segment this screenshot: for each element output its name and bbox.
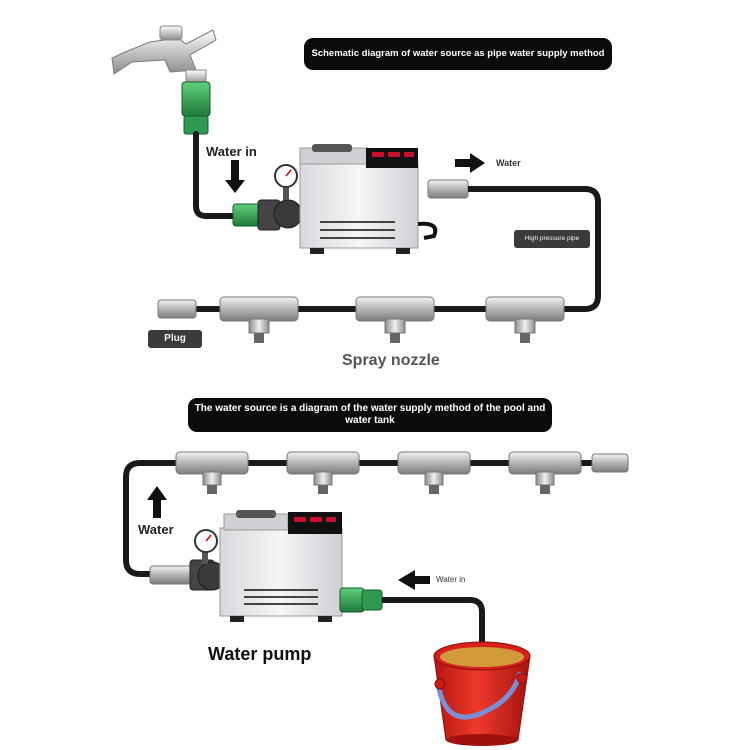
outlet-fitting-icon [427,179,469,199]
top-banner: Schematic diagram of water source as pip… [304,38,612,70]
arrow-left-icon [398,570,430,590]
bottom-banner: The water source is a diagram of the wat… [188,398,552,432]
spray-nozzle-label: Spray nozzle [342,352,440,369]
water-up-label: Water [138,522,174,537]
water-pump-top [232,144,438,254]
tee-nozzle-icon [355,296,435,343]
plug-tag: Plug [148,330,202,348]
tee-nozzle-icon [397,451,471,494]
bottom-banner-text: The water source is a diagram of the wat… [194,403,546,426]
bottom-water-in-label: Water in [436,575,466,584]
top-banner-text: Schematic diagram of water source as pip… [311,48,605,59]
water-in-label: Water in [206,144,257,159]
tee-nozzle-icon [286,451,360,494]
tee-nozzle-icon [508,451,582,494]
end-fitting-icon [591,453,629,473]
arrow-down-icon [225,160,245,193]
water-pump-label: Water pump [208,644,312,664]
high-pressure-pipe-tag: High pressure pipe [514,230,590,248]
tee-nozzle-icon [485,296,565,343]
arrow-up-icon [147,486,167,518]
faucet-icon [111,25,217,85]
bucket-icon [433,641,531,746]
faucet-connector-icon [181,81,211,135]
tee-nozzle-icon [219,296,299,343]
plug-fitting-icon [157,299,197,319]
arrow-right-icon [455,153,485,173]
water-pump-bottom [149,510,383,622]
tee-nozzle-icon [175,451,249,494]
water-out-label: Water [496,158,521,168]
